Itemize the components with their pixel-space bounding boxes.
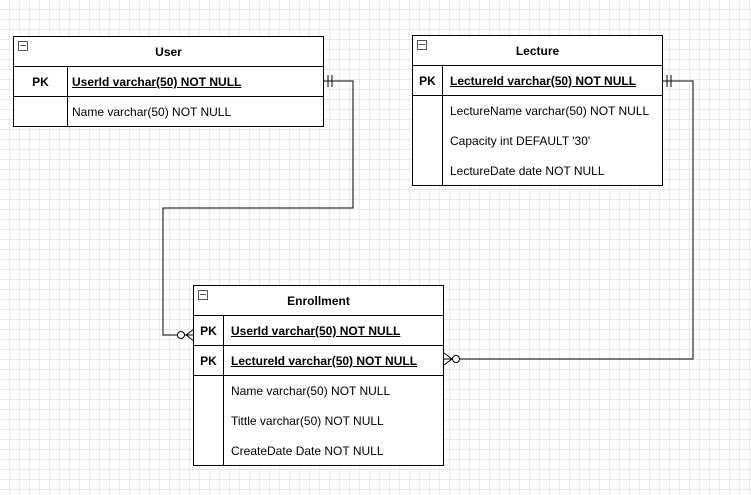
entity-user-pk-row[interactable]: PK UserId varchar(50) NOT NULL: [14, 67, 323, 97]
field-lecture-lectureid: LectureId varchar(50) NOT NULL: [450, 74, 637, 88]
pk-label: PK: [413, 66, 443, 95]
entity-lecture-pk-row[interactable]: PK LectureId varchar(50) NOT NULL: [413, 66, 662, 96]
entity-user-header[interactable]: User: [14, 37, 323, 67]
entity-lecture-header[interactable]: Lecture: [413, 36, 662, 66]
entity-enrollment-attr-row[interactable]: Name varchar(50) NOT NULL: [194, 376, 443, 406]
field-enrollment-tittle: Tittle varchar(50) NOT NULL: [231, 414, 384, 428]
field-user-name: Name varchar(50) NOT NULL: [72, 105, 232, 119]
field-lecture-capacity: Capacity int DEFAULT '30': [450, 134, 591, 148]
field-user-userid: UserId varchar(50) NOT NULL: [72, 75, 242, 89]
entity-enrollment-attr-row[interactable]: Tittle varchar(50) NOT NULL: [194, 406, 443, 436]
entity-user-title: User: [155, 45, 182, 59]
field-enrollment-lectureid: LectureId varchar(50) NOT NULL: [231, 354, 418, 368]
field-enrollment-createdate: CreateDate Date NOT NULL: [231, 444, 384, 458]
collapse-icon[interactable]: [417, 40, 427, 50]
cardinality-zero-mark-enrollment-user: [177, 331, 185, 339]
field-lecture-lecturedate: LectureDate date NOT NULL: [450, 164, 605, 178]
entity-user-attr-row[interactable]: Name varchar(50) NOT NULL: [14, 97, 323, 127]
entity-lecture-title: Lecture: [515, 44, 560, 58]
entity-enrollment-header[interactable]: Enrollment: [194, 286, 443, 316]
entity-lecture-attr-row[interactable]: LectureDate date NOT NULL: [413, 156, 662, 186]
key-cell-empty: [413, 156, 443, 186]
cardinality-many-mark-enrollment-lecture: [443, 352, 453, 366]
entity-lecture-attr-row[interactable]: Capacity int DEFAULT '30': [413, 126, 662, 156]
entity-enrollment-pk-row[interactable]: PK LectureId varchar(50) NOT NULL: [194, 346, 443, 376]
pk-label: PK: [194, 316, 224, 345]
entity-enrollment-attr-row[interactable]: CreateDate Date NOT NULL: [194, 436, 443, 466]
cardinality-zero-mark-enrollment-lecture: [452, 355, 460, 363]
field-lecture-lecturename: LectureName varchar(50) NOT NULL: [450, 104, 650, 118]
pk-label: PK: [14, 67, 68, 96]
key-cell-empty: [194, 436, 224, 466]
field-enrollment-name: Name varchar(50) NOT NULL: [231, 384, 391, 398]
entity-enrollment-pk-row[interactable]: PK UserId varchar(50) NOT NULL: [194, 316, 443, 346]
key-cell-empty: [194, 376, 224, 406]
entity-lecture[interactable]: Lecture PK LectureId varchar(50) NOT NUL…: [412, 35, 663, 186]
collapse-icon[interactable]: [18, 41, 28, 51]
entity-enrollment[interactable]: Enrollment PK UserId varchar(50) NOT NUL…: [193, 285, 444, 466]
collapse-icon[interactable]: [198, 290, 208, 300]
entity-user[interactable]: User PK UserId varchar(50) NOT NULL Name…: [13, 36, 324, 127]
key-cell-empty: [14, 97, 68, 127]
pk-label: PK: [194, 346, 224, 375]
entity-enrollment-title: Enrollment: [287, 294, 350, 308]
key-cell-empty: [413, 126, 443, 156]
field-enrollment-userid: UserId varchar(50) NOT NULL: [231, 324, 401, 338]
key-cell-empty: [194, 406, 224, 436]
entity-lecture-attr-row[interactable]: LectureName varchar(50) NOT NULL: [413, 96, 662, 126]
key-cell-empty: [413, 96, 443, 126]
